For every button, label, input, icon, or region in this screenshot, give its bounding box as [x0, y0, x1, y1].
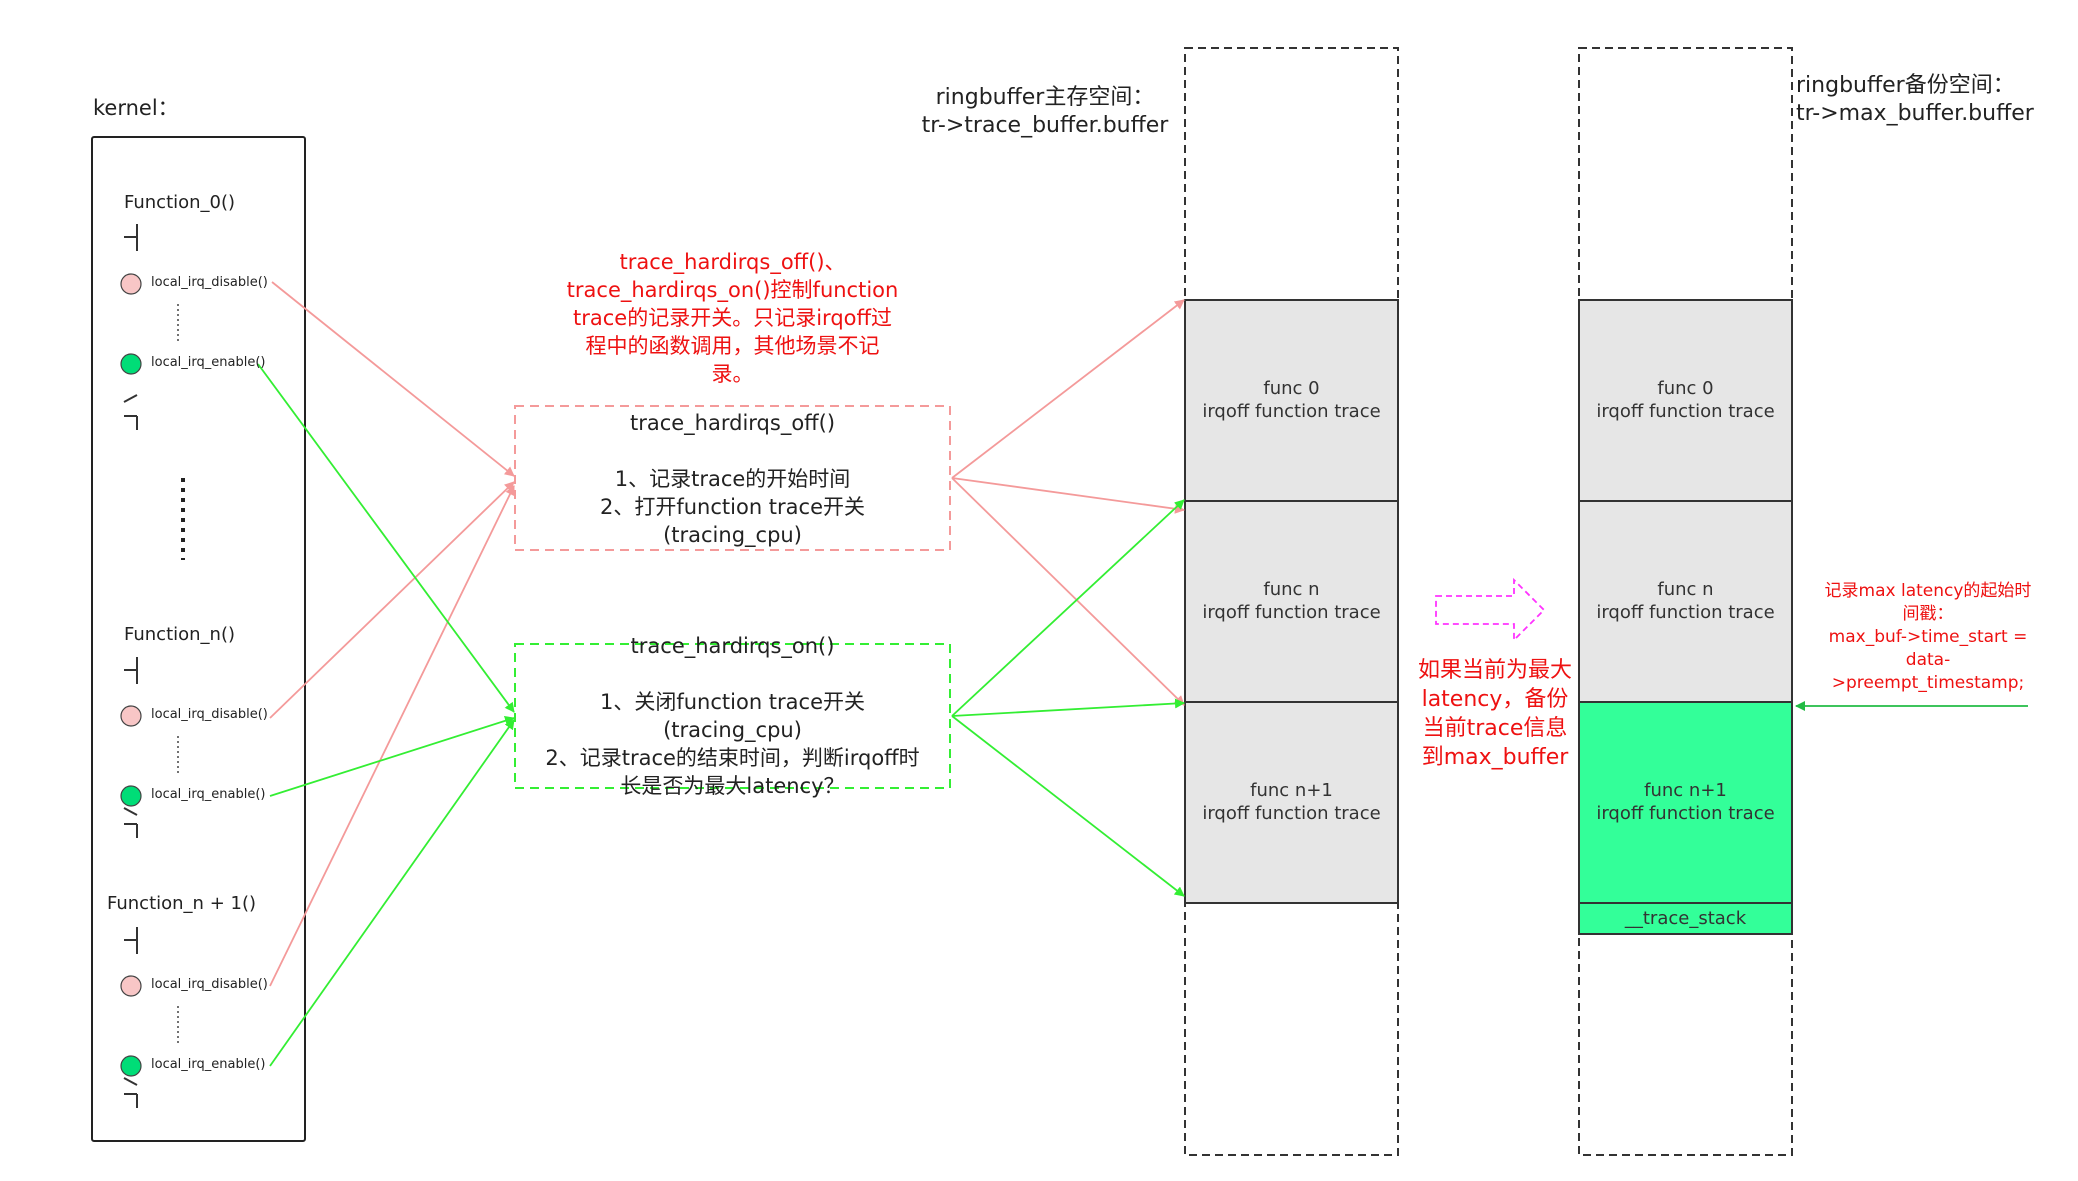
- function-0-label: Function_0(): [124, 192, 236, 213]
- slot-title: func n+1: [1644, 780, 1727, 801]
- slot-title: func n+1: [1250, 780, 1333, 801]
- main-buffer-label-line: tr->trace_buffer.buffer: [921, 113, 1169, 138]
- copy-note-line: 到max_buffer: [1421, 745, 1569, 770]
- kernel-label: kernel：: [93, 96, 179, 120]
- function-n-label: Function_n(): [124, 624, 236, 645]
- max-buffer-label: ringbuffer备份空间： tr->max_buffer.buffer: [1796, 72, 2034, 128]
- max-slot-n-text: func n irqoff function trace: [1579, 578, 1792, 624]
- function-n1-enable-label: local_irq_enable(): [151, 1057, 266, 1072]
- slot-subtitle: irqoff function trace: [1596, 401, 1775, 422]
- max-buffer-label-line: tr->max_buffer.buffer: [1796, 101, 2034, 126]
- function-0-enable-label: local_irq_enable(): [151, 355, 266, 370]
- max-slot-0-text: func 0 irqoff function trace: [1579, 377, 1792, 423]
- trace-on-title: trace_hardirqs_on(): [630, 634, 835, 658]
- timestamp-note-line: max_buf->time_start =: [1828, 627, 2028, 647]
- copy-note-line: 如果当前为最大: [1417, 658, 1572, 683]
- pink-arrows: [269, 281, 1185, 987]
- enable-dot: [120, 353, 142, 375]
- max-slot-n1-text: func n+1 irqoff function trace: [1579, 779, 1792, 825]
- disable-dot: [120, 975, 142, 997]
- trace-off-text: trace_hardirqs_off() 1、记录trace的开始时间 2、打开…: [515, 409, 950, 549]
- timestamp-note: 记录max latency的起始时 间戳： max_buf->time_star…: [1818, 580, 2038, 695]
- main-slot-0-text: func 0 irqoff function trace: [1185, 377, 1398, 423]
- trace-off-step: 1、记录trace的开始时间: [614, 467, 851, 491]
- max-slot-n: [1578, 500, 1793, 703]
- slot-subtitle: irqoff function trace: [1202, 401, 1381, 422]
- trace-off-step: 2、打开function trace开关: [599, 495, 866, 519]
- call-dots: [120, 273, 142, 1077]
- max-slot-0: [1578, 299, 1793, 502]
- slot-subtitle: irqoff function trace: [1596, 602, 1775, 623]
- main-slot-n1: [1184, 701, 1399, 904]
- copy-note-line: 当前trace信息: [1422, 716, 1568, 741]
- enable-dot: [120, 785, 142, 807]
- slot-title: func 0: [1263, 378, 1320, 399]
- max-slot-n1: [1578, 701, 1793, 904]
- timestamp-note-line: data-: [1905, 650, 1951, 670]
- main-slot-n: [1184, 500, 1399, 703]
- max-stack-slot: [1578, 902, 1793, 935]
- trace-on-box: [514, 643, 951, 789]
- annotation-line: trace_hardirqs_on()控制function: [566, 278, 899, 302]
- max-stack-text: __trace_stack: [1624, 908, 1747, 929]
- hardirqs-annotation: trace_hardirqs_off()、 trace_hardirqs_on(…: [505, 248, 960, 388]
- slot-title: func n: [1657, 579, 1714, 600]
- trace-on-step: 1、关闭function trace开关: [599, 690, 866, 714]
- copy-note-line: latency，备份: [1421, 687, 1569, 712]
- spacer: [515, 437, 950, 465]
- slot-title: func 0: [1657, 378, 1714, 399]
- function-n1-label: Function_n + 1(): [107, 893, 256, 914]
- trace-off-box: [514, 405, 951, 551]
- annotation-line: trace_hardirqs_off()、: [619, 250, 846, 274]
- kernel-box: [91, 136, 306, 1142]
- copy-note: 如果当前为最大 latency，备份 当前trace信息 到max_buffer: [1410, 656, 1580, 772]
- trace-off-title: trace_hardirqs_off(): [629, 411, 836, 435]
- kernel-flow: [123, 224, 138, 1108]
- main-slot-n-text: func n irqoff function trace: [1185, 578, 1398, 624]
- main-slot-n1-text: func n+1 irqoff function trace: [1185, 779, 1398, 825]
- trace-on-step: (tracing_cpu): [663, 718, 802, 742]
- main-slot-0: [1184, 299, 1399, 502]
- annotation-line: trace的记录开关。只记录irqoff过: [573, 306, 892, 330]
- disable-dot: [120, 273, 142, 295]
- annotation-line: 程中的函数调用，其他场景不记: [585, 334, 880, 358]
- main-buffer-label-line: ringbuffer主存空间：: [935, 85, 1155, 110]
- function-n-enable-label: local_irq_enable(): [151, 787, 266, 802]
- trace-on-step: 2、记录trace的结束时间，判断irqoff时: [545, 746, 920, 770]
- timestamp-note-line: >preempt_timestamp;: [1831, 673, 2025, 693]
- slot-title: func n: [1263, 579, 1320, 600]
- slot-subtitle: irqoff function trace: [1596, 803, 1775, 824]
- spacer: [515, 660, 950, 688]
- main-buffer: [1184, 47, 1399, 1156]
- timestamp-note-line: 记录max latency的起始时: [1824, 581, 2032, 601]
- function-n1-disable-label: local_irq_disable(): [151, 977, 268, 992]
- trace-on-text: trace_hardirqs_on() 1、关闭function trace开关…: [515, 632, 950, 800]
- enable-dot: [120, 1055, 142, 1077]
- slot-subtitle: irqoff function trace: [1202, 803, 1381, 824]
- trace-on-step: 长是否为最大latency？: [620, 774, 845, 798]
- green-arrows: [257, 363, 1185, 1067]
- timestamp-note-line: 间戳：: [1902, 604, 1954, 624]
- annotation-line: 录。: [711, 362, 754, 386]
- slot-subtitle: irqoff function trace: [1202, 602, 1381, 623]
- function-0-disable-label: local_irq_disable(): [151, 275, 268, 290]
- max-buffer: [1578, 47, 1793, 1156]
- function-n-disable-label: local_irq_disable(): [151, 707, 268, 722]
- disable-dot: [120, 705, 142, 727]
- main-buffer-label: ringbuffer主存空间： tr->trace_buffer.buffer: [910, 84, 1180, 140]
- max-buffer-label-line: ringbuffer备份空间：: [1796, 73, 2015, 98]
- trace-off-step: (tracing_cpu): [663, 523, 802, 547]
- copy-arrow: [1435, 577, 1546, 643]
